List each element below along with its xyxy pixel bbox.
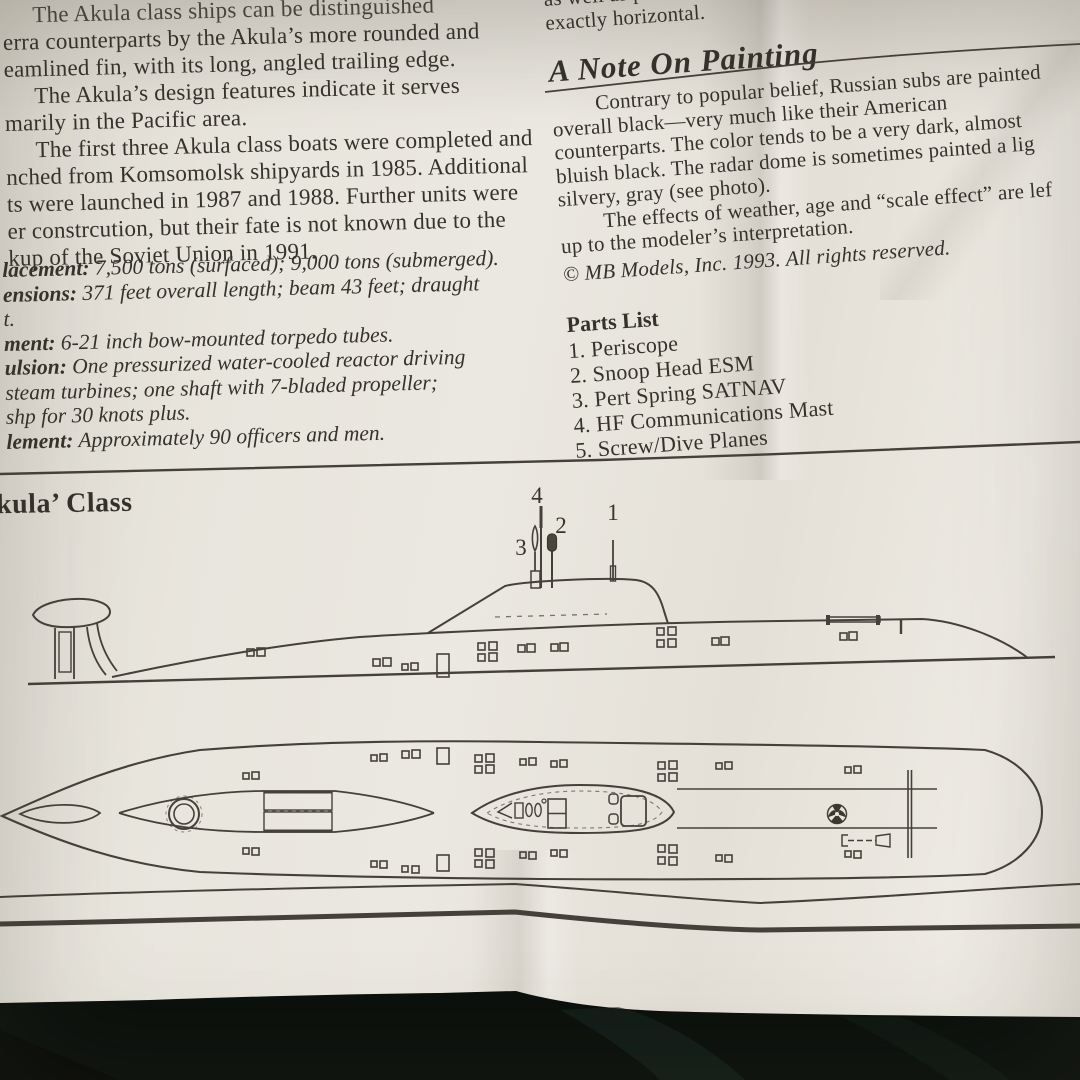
paper-shading	[0, 0, 1080, 120]
reactor-hatch-dashed	[165, 795, 203, 833]
sail-waterline-dashes	[494, 613, 608, 618]
diagonal-crease	[880, 40, 1080, 300]
mast-label-3: 3	[515, 535, 527, 560]
bottom-rule-thick	[0, 909, 1080, 933]
deck-line	[111, 617, 1029, 678]
masts	[530, 506, 617, 589]
sail-outline-top	[470, 783, 676, 835]
radiation-symbol-icon	[826, 803, 848, 825]
bottom-rule-thin	[0, 882, 1080, 905]
rudder-panel	[58, 631, 72, 673]
reactor-hatch-ring	[168, 798, 200, 830]
submarine-side-view: 4 2 3 1	[27, 483, 1056, 686]
sail-deck-fittings	[496, 793, 647, 829]
chevron-mark	[496, 802, 513, 819]
top-view-hatches-lower	[242, 844, 862, 874]
section-divider-rule	[0, 440, 1080, 476]
missile-hatch-upper	[263, 791, 333, 811]
reactor-hatch-inner	[173, 803, 195, 825]
bow-dive-plane	[907, 770, 913, 858]
side-view-hatches	[246, 626, 858, 671]
bow-casing-lines	[677, 788, 937, 829]
stern-pod	[31, 597, 112, 629]
submarine-top-view	[0, 740, 1044, 881]
mast-label-1: 1	[607, 500, 619, 525]
sail-outline	[427, 577, 669, 634]
missile-hatch-lower	[263, 811, 333, 833]
hatch-heavy-edges	[264, 790, 332, 833]
mast-esm-head	[546, 533, 558, 552]
heading-underline-rule	[544, 43, 1080, 93]
hull-outline-top	[0, 740, 1044, 881]
railing-post	[826, 615, 830, 625]
sail-main-hatch	[620, 795, 647, 827]
hull-door	[436, 653, 450, 678]
rudder-fin	[54, 627, 75, 679]
vertical-fold-crease	[700, 0, 810, 480]
mast-satnav-base	[530, 570, 541, 589]
railing-post	[876, 615, 880, 625]
mast-periscope-base	[609, 565, 617, 582]
top-view-hatches-upper	[242, 747, 862, 782]
loading-gear	[841, 833, 891, 848]
mast-satnav-head	[531, 524, 539, 553]
keel-line	[27, 655, 1056, 686]
stern-strut	[86, 622, 118, 676]
mast-label-2: 2	[555, 513, 567, 538]
table-surface	[0, 991, 1080, 1080]
sail-inner-dashed	[485, 790, 663, 829]
stern-pod-top	[17, 803, 102, 824]
mast-label-4: 4	[531, 483, 543, 508]
